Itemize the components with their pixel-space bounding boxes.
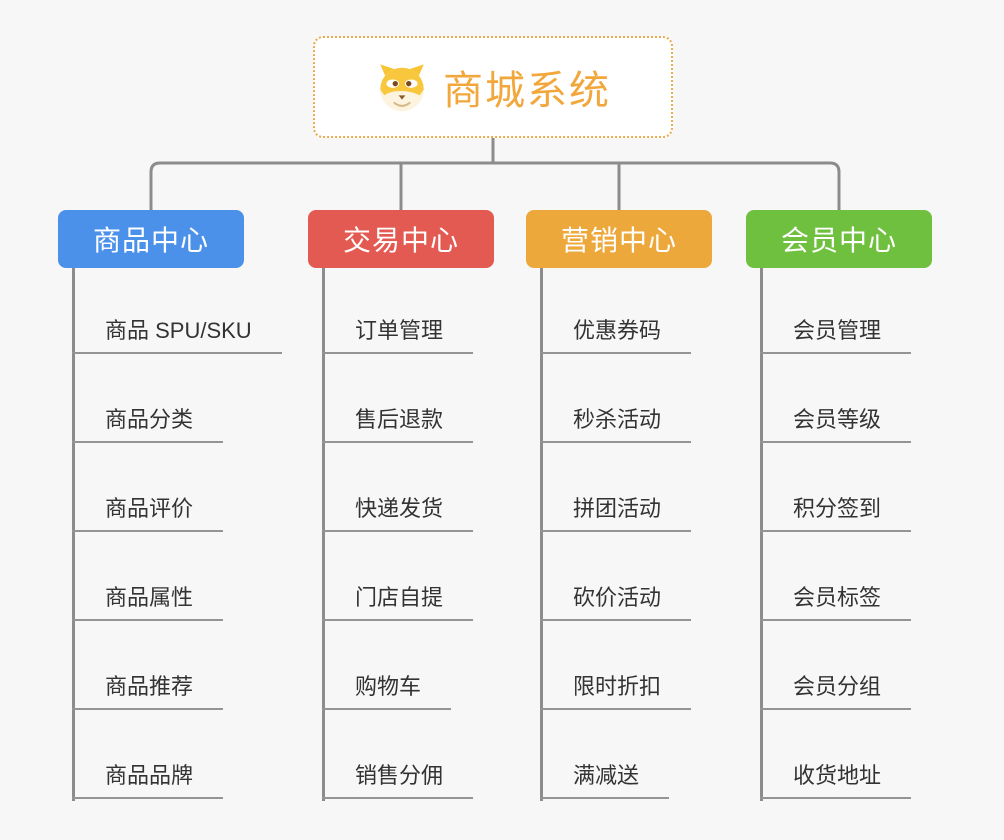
- branch-trade-center: 交易中心 订单管理 售后退款 快递发货 门店自提 购物车 销售分佣: [308, 210, 568, 810]
- leaf-topic[interactable]: 商品评价: [72, 494, 224, 532]
- leaf-topic[interactable]: 会员分组: [760, 672, 912, 710]
- branch-spine-line: [760, 268, 763, 801]
- leaf-topic[interactable]: 会员管理: [760, 316, 912, 354]
- leaf-topic[interactable]: 商品分类: [72, 405, 224, 443]
- leaf-topic[interactable]: 优惠券码: [540, 316, 692, 354]
- leaf-topic[interactable]: 快递发货: [322, 494, 474, 532]
- leaf-topic[interactable]: 购物车: [322, 672, 452, 710]
- leaf-topic[interactable]: 砍价活动: [540, 583, 692, 621]
- branch-topic[interactable]: 交易中心: [308, 210, 494, 268]
- leaf-topic[interactable]: 收货地址: [760, 761, 912, 799]
- leaf-topic[interactable]: 满减送: [540, 761, 670, 799]
- branch-product-center: 商品中心 商品 SPU/SKU 商品分类 商品评价 商品属性 商品推荐 商品品牌: [58, 210, 318, 810]
- leaf-topic[interactable]: 商品品牌: [72, 761, 224, 799]
- leaf-topic[interactable]: 拼团活动: [540, 494, 692, 532]
- branch-topic[interactable]: 会员中心: [746, 210, 932, 268]
- branch-member-center: 会员中心 会员管理 会员等级 积分签到 会员标签 会员分组 收货地址: [746, 210, 1004, 810]
- leaf-topic[interactable]: 会员等级: [760, 405, 912, 443]
- leaf-topic[interactable]: 会员标签: [760, 583, 912, 621]
- branch-spine-line: [322, 268, 325, 801]
- root-topic-label: 商城系统: [443, 69, 611, 113]
- leaf-topic[interactable]: 商品 SPU/SKU: [72, 316, 282, 354]
- leaf-topic[interactable]: 门店自提: [322, 583, 474, 621]
- leaf-topic[interactable]: 订单管理: [322, 316, 474, 354]
- leaf-topic[interactable]: 售后退款: [322, 405, 474, 443]
- branch-topic[interactable]: 营销中心: [526, 210, 712, 268]
- leaf-topic[interactable]: 商品推荐: [72, 672, 224, 710]
- leaf-topic[interactable]: 积分签到: [760, 494, 912, 532]
- leaf-topic[interactable]: 商品属性: [72, 583, 224, 621]
- root-topic[interactable]: 商城系统: [313, 36, 673, 138]
- branch-spine-line: [72, 268, 75, 801]
- branch-topic[interactable]: 商品中心: [58, 210, 244, 268]
- leaf-topic[interactable]: 限时折扣: [540, 672, 692, 710]
- dog-face-icon: [375, 61, 429, 113]
- leaf-topic[interactable]: 销售分佣: [322, 761, 474, 799]
- branch-marketing-center: 营销中心 优惠券码 秒杀活动 拼团活动 砍价活动 限时折扣 满减送: [526, 210, 786, 810]
- branch-spine-line: [540, 268, 543, 801]
- leaf-topic[interactable]: 秒杀活动: [540, 405, 692, 443]
